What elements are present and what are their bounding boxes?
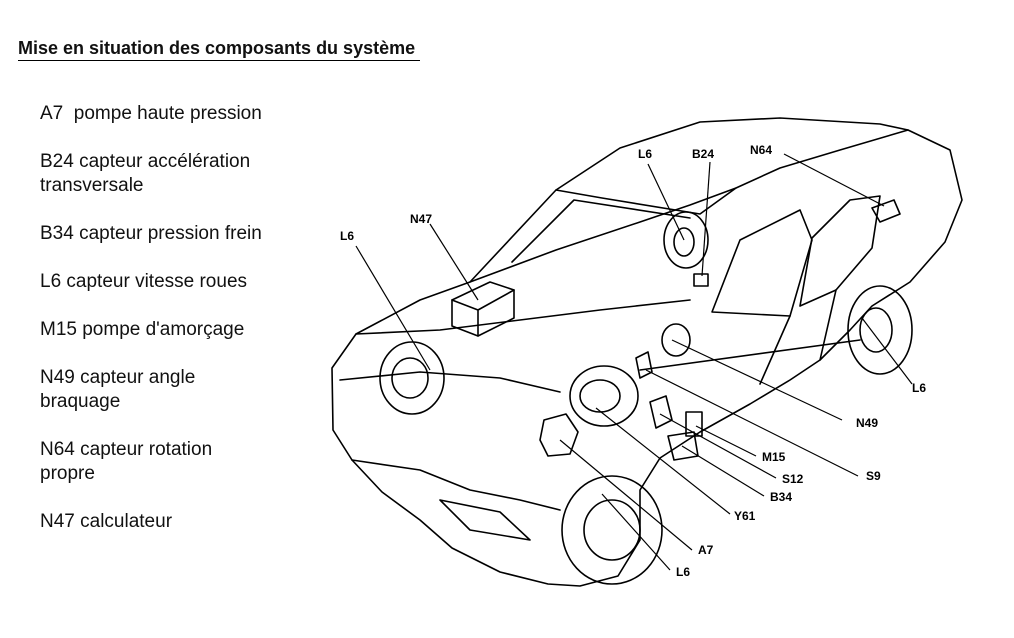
leader-l6-front-right bbox=[601, 493, 671, 571]
rear-right-wheel bbox=[847, 285, 913, 375]
car-door-line bbox=[759, 289, 837, 385]
label-l6-rear-right: L6 bbox=[912, 381, 926, 395]
label-l6-front-right: L6 bbox=[676, 565, 690, 579]
leader-n47 bbox=[429, 223, 479, 301]
label-y61: Y61 bbox=[734, 509, 756, 523]
leader-s9 bbox=[645, 369, 859, 477]
car-grille bbox=[439, 499, 531, 541]
n47-control-unit bbox=[451, 281, 515, 337]
rear-right-wheel-hub bbox=[859, 307, 893, 353]
rear-left-wheel-hub bbox=[673, 227, 695, 257]
leader-l6-front-left bbox=[355, 245, 431, 371]
label-m15: M15 bbox=[762, 450, 786, 464]
leader-n64 bbox=[783, 153, 885, 207]
car-windshield-inner bbox=[511, 199, 691, 263]
label-b34: B34 bbox=[770, 490, 792, 504]
n49-sensor bbox=[635, 351, 653, 379]
label-b24: B24 bbox=[692, 147, 714, 161]
car-side-window-rear bbox=[799, 195, 881, 307]
car-hood bbox=[355, 299, 691, 335]
legend-item-a7: A7 pompe haute pression bbox=[40, 103, 262, 124]
label-l6-rear-left: L6 bbox=[638, 147, 652, 161]
page-title: Mise en situation des composants du syst… bbox=[18, 38, 421, 61]
leader-b24 bbox=[701, 161, 711, 277]
car-hood-front bbox=[339, 371, 561, 393]
n47-control-unit-top bbox=[451, 289, 515, 337]
label-s12: S12 bbox=[782, 472, 804, 486]
car-front-bumper bbox=[351, 459, 561, 511]
leader-s12 bbox=[659, 413, 777, 479]
brake-line bbox=[639, 339, 861, 371]
label-n64: N64 bbox=[750, 143, 772, 157]
legend-item-l6: L6 capteur vitesse roues bbox=[40, 271, 248, 292]
legend-item-b34: B34 capteur pression frein bbox=[40, 223, 262, 244]
label-s9: S9 bbox=[866, 469, 881, 483]
leader-b34 bbox=[681, 445, 765, 497]
leader-y61 bbox=[595, 407, 731, 515]
legend-item-n64: N64 capteur rotation propre bbox=[40, 439, 213, 484]
car-windshield bbox=[469, 187, 737, 283]
leader-n49 bbox=[671, 339, 843, 421]
front-left-wheel-hub bbox=[391, 357, 429, 399]
front-right-wheel-hub bbox=[583, 499, 641, 561]
leader-l6-rear-right bbox=[861, 317, 913, 385]
n64-sensor bbox=[871, 199, 901, 223]
legend-item-n47: N47 calculateur bbox=[40, 511, 173, 532]
legend-item-b24: B24 capteur accélération transversale bbox=[40, 151, 251, 196]
label-a7: A7 bbox=[698, 543, 714, 557]
front-right-wheel bbox=[561, 475, 663, 585]
front-left-wheel bbox=[379, 341, 445, 415]
car-roof bbox=[555, 117, 909, 191]
leader-l6-rear-left bbox=[647, 163, 685, 241]
leader-m15 bbox=[695, 425, 757, 457]
brake-booster bbox=[569, 365, 639, 427]
s12-switch bbox=[649, 395, 673, 429]
b24-sensor bbox=[693, 273, 709, 287]
car-side-window-front bbox=[711, 209, 813, 317]
legend-item-m15: M15 pompe d'amorçage bbox=[40, 319, 245, 340]
steering-wheel bbox=[661, 323, 691, 357]
a7-pump bbox=[539, 413, 579, 457]
label-n47: N47 bbox=[410, 212, 432, 226]
label-l6-front-left: L6 bbox=[340, 229, 354, 243]
brake-booster-inner bbox=[579, 379, 621, 413]
leader-a7 bbox=[559, 439, 693, 551]
label-n49: N49 bbox=[856, 416, 878, 430]
rear-left-wheel bbox=[663, 211, 709, 269]
legend-item-n49: N49 capteur angle braquage bbox=[40, 367, 196, 412]
